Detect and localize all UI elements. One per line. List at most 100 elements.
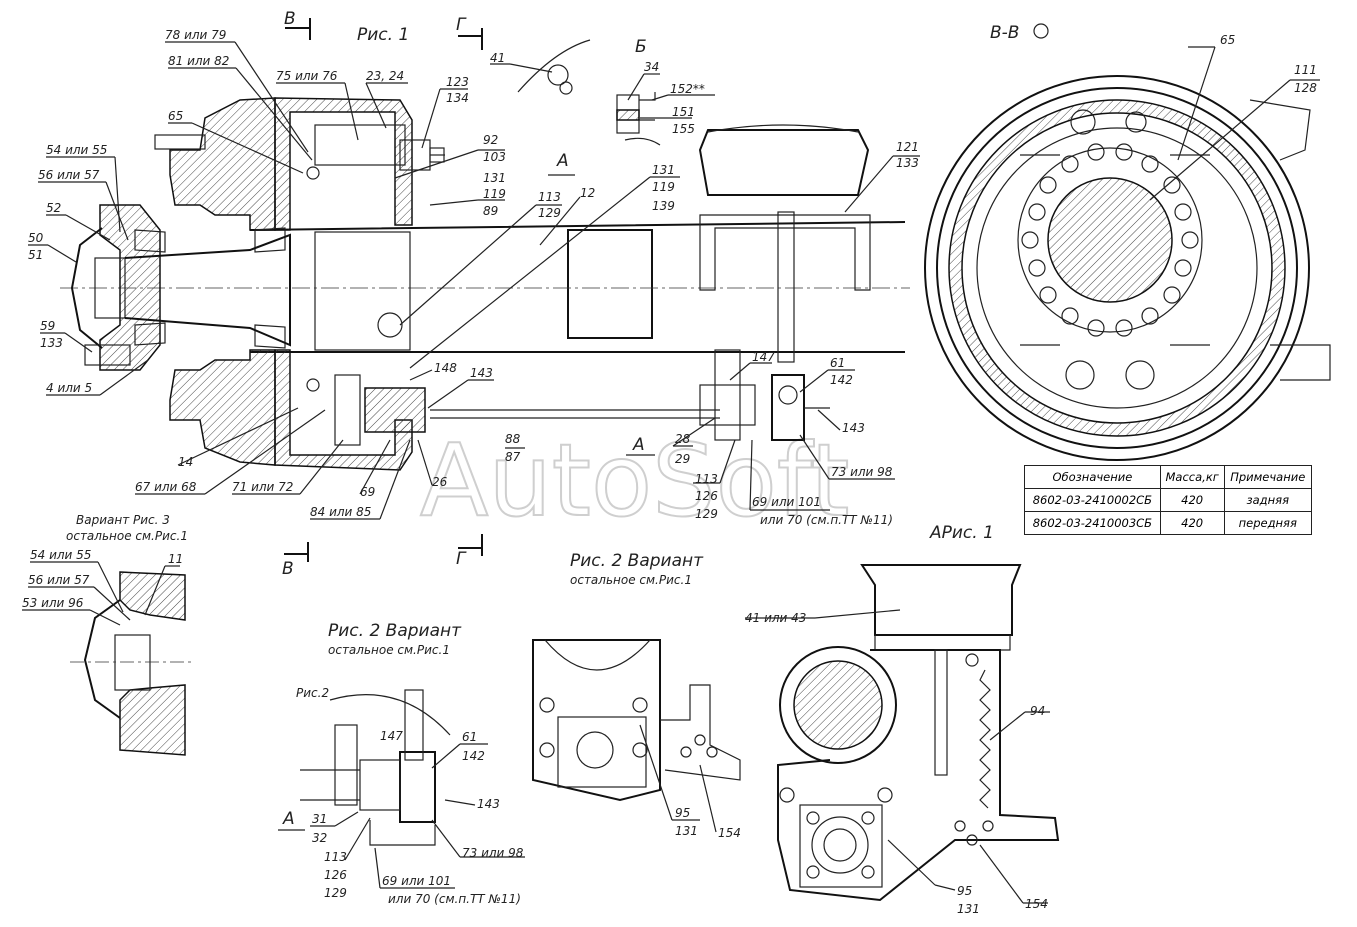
label-71: 71 или 72 bbox=[232, 480, 293, 494]
label-131b: 131 bbox=[652, 163, 675, 177]
table-cell-designation: 8602-03-2410003СБ bbox=[1024, 511, 1161, 535]
mark-a2: А bbox=[632, 435, 645, 455]
label-126: 126 bbox=[695, 489, 718, 503]
fig2-variant-slack-view: Рис. 2 Вариант остальное см.Рис.1 Рис.2 … bbox=[296, 621, 525, 906]
fig2-small-label: Рис.2 bbox=[296, 686, 329, 700]
label-139: 139 bbox=[652, 199, 675, 213]
label-142: 142 bbox=[830, 373, 853, 387]
label-134: 134 bbox=[446, 91, 469, 105]
table-cell-note: задняя bbox=[1223, 488, 1312, 512]
label-143: 143 bbox=[470, 366, 493, 380]
bb-label-128: 128 bbox=[1294, 81, 1317, 95]
label-131: 131 bbox=[483, 171, 506, 185]
fig2b-label-147: 147 bbox=[380, 729, 403, 743]
mark-g-top: Г bbox=[456, 15, 467, 35]
label-152: 152** bbox=[670, 82, 705, 96]
label-51: 51 bbox=[28, 248, 43, 262]
label-54: 54 или 55 bbox=[46, 143, 107, 157]
label-155: 155 bbox=[672, 122, 695, 136]
section-bb-title: В-В bbox=[990, 23, 1019, 43]
fig2b-title: Рис. 2 Вариант bbox=[328, 621, 462, 641]
label-34: 34 bbox=[644, 60, 659, 74]
label-61: 61 bbox=[830, 356, 845, 370]
fig2b-label-126: 126 bbox=[324, 868, 347, 882]
variant3-subtitle: остальное см.Рис.1 bbox=[66, 529, 188, 543]
fig2b-label-129: 129 bbox=[324, 886, 347, 900]
table-header-note: Примечание bbox=[1223, 465, 1312, 489]
label-67: 67 или 68 bbox=[135, 480, 197, 494]
label-69: 69 bbox=[360, 485, 375, 499]
fig2a-title: Рис. 2 Вариант bbox=[570, 551, 704, 571]
table-cell-mass: 420 bbox=[1159, 488, 1225, 512]
view-a-chamber-view: АРис. 1 41 или 43 94 95 131 154 bbox=[745, 523, 1060, 916]
table-cell-mass: 420 bbox=[1159, 511, 1225, 535]
bb-label-65: 65 bbox=[1220, 33, 1235, 47]
fig2b-label-143: 143 bbox=[477, 797, 500, 811]
label-88: 88 bbox=[505, 432, 521, 446]
wheel-stud-circle bbox=[1021, 143, 1199, 337]
label-129b: 129 bbox=[695, 507, 718, 521]
mark-v-bot: В bbox=[282, 559, 294, 579]
table-row: 8602-03-2410003СБ 420 передняя bbox=[1024, 511, 1312, 535]
viewa-label-95: 95 bbox=[957, 884, 972, 898]
label-119b: 119 bbox=[652, 180, 675, 194]
fig2a-label-95: 95 bbox=[675, 806, 690, 820]
label-69b: 69 или 101 bbox=[752, 495, 821, 509]
label-73: 73 или 98 bbox=[831, 465, 893, 479]
label-50: 50 bbox=[28, 231, 44, 245]
fig2a-label-131: 131 bbox=[675, 824, 698, 838]
label-129: 129 bbox=[538, 206, 561, 220]
label-84: 84 или 85 bbox=[310, 505, 371, 519]
table-header-row: Обозначение Масса,кг Примечание bbox=[1024, 465, 1312, 489]
var3-label-53: 53 или 96 bbox=[22, 596, 84, 610]
fig1-callouts: Рис. 1 78 или 79 81 или 82 75 или 76 23,… bbox=[28, 9, 920, 831]
fig2b-subtitle: остальное см.Рис.1 bbox=[328, 643, 450, 657]
bb-label-111: 111 bbox=[1294, 63, 1317, 77]
view-a-title: АРис. 1 bbox=[929, 523, 994, 543]
mark-v-top: В bbox=[284, 9, 296, 29]
section-bb-view: В-В 65 111 128 bbox=[924, 23, 1331, 461]
label-14: 14 bbox=[178, 455, 193, 469]
label-148: 148 bbox=[434, 361, 457, 375]
viewa-label-94: 94 bbox=[1030, 704, 1045, 718]
var3-label-56: 56 или 57 bbox=[28, 573, 90, 587]
designation-table: Обозначение Масса,кг Примечание 8602-03-… bbox=[1024, 465, 1312, 535]
fig2b-label-61: 61 bbox=[462, 730, 477, 744]
fig2b-label-73: 73 или 98 bbox=[462, 846, 524, 860]
viewa-label-41: 41 или 43 bbox=[745, 611, 806, 625]
label-133: 133 bbox=[40, 336, 63, 350]
label-103: 103 bbox=[483, 150, 506, 164]
fig2b-label-113: 113 bbox=[324, 850, 347, 864]
fig2b-label-142: 142 bbox=[462, 749, 485, 763]
label-123: 123 bbox=[446, 75, 469, 89]
label-12: 12 bbox=[580, 186, 595, 200]
label-119: 119 bbox=[483, 187, 506, 201]
label-70: или 70 (см.п.ТТ №11) bbox=[760, 513, 893, 527]
label-23: 23, 24 bbox=[366, 69, 404, 83]
fig2b-label-70: или 70 (см.п.ТТ №11) bbox=[388, 892, 521, 906]
var3-label-54: 54 или 55 bbox=[30, 548, 91, 562]
mark-a3: А bbox=[282, 809, 295, 829]
var3-label-11: 11 bbox=[168, 552, 183, 566]
mark-g-bot: Г bbox=[456, 549, 467, 569]
label-28: 28 bbox=[675, 432, 691, 446]
fig1-title: Рис. 1 bbox=[357, 25, 409, 45]
label-92: 92 bbox=[483, 133, 498, 147]
label-81: 81 или 82 bbox=[168, 54, 229, 68]
fig2a-label-154: 154 bbox=[718, 826, 741, 840]
label-52: 52 bbox=[46, 201, 61, 215]
label-113: 113 bbox=[538, 190, 561, 204]
viewa-label-131: 131 bbox=[957, 902, 980, 916]
label-29: 29 bbox=[675, 452, 690, 466]
label-59: 59 bbox=[40, 319, 55, 333]
label-151: 151 bbox=[672, 105, 695, 119]
fig2b-label-31: 31 bbox=[312, 812, 327, 826]
label-113b: 113 bbox=[695, 472, 718, 486]
view-b-title: Б bbox=[635, 37, 647, 57]
fig2-variant-bracket-view: Рис. 2 Вариант остальное см.Рис.1 95 131… bbox=[532, 551, 741, 840]
label-26: 26 bbox=[432, 475, 448, 489]
mark-a1: А bbox=[556, 151, 569, 171]
label-65: 65 bbox=[168, 109, 183, 123]
label-56: 56 или 57 bbox=[38, 168, 100, 182]
label-143b: 143 bbox=[842, 421, 865, 435]
